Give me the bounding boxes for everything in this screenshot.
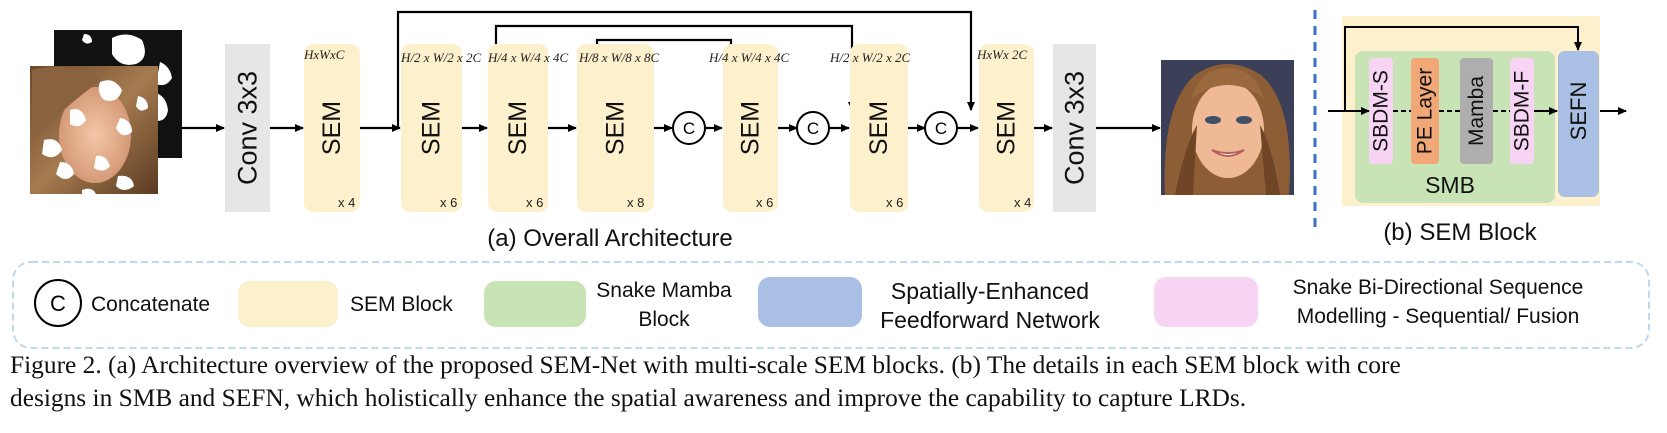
sem-dim-label: HxWxC xyxy=(303,47,345,62)
sem-block-2: SEM H/2 x W/2 x 2C x 6 xyxy=(400,44,481,212)
sem-block-1: SEM HxWxC x 4 xyxy=(303,44,360,212)
caption-line-2: designs in SMB and SEFN, which holistica… xyxy=(10,384,1247,412)
concat-symbol: C xyxy=(935,119,947,138)
conv-block-output: Conv 3x3 xyxy=(1053,44,1096,212)
sem-dim-label: H/4 x W/4 x 4C xyxy=(708,50,789,65)
sem-dim-label: H/8 x W/8 x 8C xyxy=(578,50,659,65)
concat-node-2: C xyxy=(796,111,830,145)
sem-repeat-label: x 6 xyxy=(886,195,903,210)
sem-repeat-label: x 4 xyxy=(338,195,355,210)
sem-label: SEM xyxy=(993,101,1021,155)
sem-block-4: SEM H/8 x W/8 x 8C x 8 xyxy=(577,44,659,212)
legend-concatenate-label: Concatenate xyxy=(91,293,210,316)
conv-label: Conv 3x3 xyxy=(1060,71,1090,185)
legend-concatenate: C Concatenate xyxy=(34,279,210,327)
legend-sbdm-line2: Modelling - Sequential/ Fusion xyxy=(1297,305,1580,328)
sem-label: SEM xyxy=(865,101,893,155)
sem-repeat-label: x 8 xyxy=(627,195,644,210)
sem-dim-label: H/2 x W/2 x 2C xyxy=(400,50,481,65)
legend-snake-mamba-line2: Block xyxy=(638,308,690,331)
sem-label: SEM xyxy=(602,101,630,155)
pe-layer-box xyxy=(1411,58,1439,164)
smb-container xyxy=(1355,51,1555,203)
sem-label: SEM xyxy=(318,101,346,155)
sem-block-7: SEM HxWx 2C x 4 xyxy=(976,44,1034,212)
mamba-label: Mamba xyxy=(1465,76,1488,146)
mamba-box xyxy=(1460,58,1493,164)
legend-concat-symbol: C xyxy=(50,291,66,316)
sefn-label: SEFN xyxy=(1566,82,1591,141)
concat-symbol: C xyxy=(683,119,695,138)
legend-sem-block-label: SEM Block xyxy=(350,293,453,316)
legend-sefn-line1: Spatially-Enhanced xyxy=(891,278,1089,304)
legend: C Concatenate SEM Block Snake Mamba Bloc… xyxy=(12,261,1650,349)
sem-repeat-label: x 6 xyxy=(756,195,773,210)
concat-node-1: C xyxy=(672,111,706,145)
sem-block-6: SEM H/2 x W/2 x 2C x 6 xyxy=(829,44,910,212)
sem-block-3: SEM H/4 x W/4 x 4C x 6 xyxy=(487,44,568,212)
figure-caption: Figure 2. (a) Architecture overview of t… xyxy=(10,349,1660,415)
pe-layer-label: PE Layer xyxy=(1414,68,1437,154)
caption-line-1: Figure 2. (a) Architecture overview of t… xyxy=(10,351,1401,379)
sem-label: SEM xyxy=(737,101,765,155)
sem-repeat-label: x 4 xyxy=(1014,195,1031,210)
sem-dim-label: HxWx 2C xyxy=(976,47,1028,62)
sem-label: SEM xyxy=(418,101,446,155)
smb-label: SMB xyxy=(1425,172,1475,198)
sem-label: SEM xyxy=(504,101,532,155)
sem-dim-label: H/4 x W/4 x 4C xyxy=(487,50,568,65)
legend-sbdm-line1: Snake Bi-Directional Sequence xyxy=(1293,276,1584,299)
sem-block-5: SEM H/4 x W/4 x 4C x 6 xyxy=(708,44,789,212)
sbdm-s-label: SBDM-S xyxy=(1370,70,1393,152)
masked-input-image xyxy=(30,30,182,194)
concat-node-3: C xyxy=(924,111,958,145)
legend-snake-mamba-line1: Snake Mamba xyxy=(596,279,732,302)
sbdm-f-box xyxy=(1510,58,1534,164)
sem-block-detail: SBDM-S PE Layer Mamba SBDM-F SEFN SMB xyxy=(1328,16,1627,206)
conv-block-input: Conv 3x3 xyxy=(225,44,270,212)
sem-repeat-label: x 6 xyxy=(526,195,543,210)
legend-sefn: Spatially-Enhanced Feedforward Network xyxy=(758,277,1100,333)
legend-sbdm: Snake Bi-Directional Sequence Modelling … xyxy=(1154,276,1583,328)
legend-sefn-line2: Feedforward Network xyxy=(880,307,1100,333)
sem-repeat-label: x 6 xyxy=(440,195,457,210)
concat-symbol: C xyxy=(807,119,819,138)
overall-architecture-title: (a) Overall Architecture xyxy=(487,225,732,252)
sefn-box xyxy=(1558,51,1599,197)
sbdm-s-box xyxy=(1369,58,1393,164)
legend-sem-block: SEM Block xyxy=(238,281,453,327)
output-face-image xyxy=(1161,60,1294,195)
legend-snake-mamba: Snake Mamba Block xyxy=(484,279,732,331)
conv-label: Conv 3x3 xyxy=(233,71,263,185)
sem-block-title: (b) SEM Block xyxy=(1383,219,1537,246)
legend-border xyxy=(12,261,1650,349)
sbdm-f-label: SBDM-F xyxy=(1511,71,1534,152)
sem-dim-label: H/2 x W/2 x 2C xyxy=(829,50,910,65)
